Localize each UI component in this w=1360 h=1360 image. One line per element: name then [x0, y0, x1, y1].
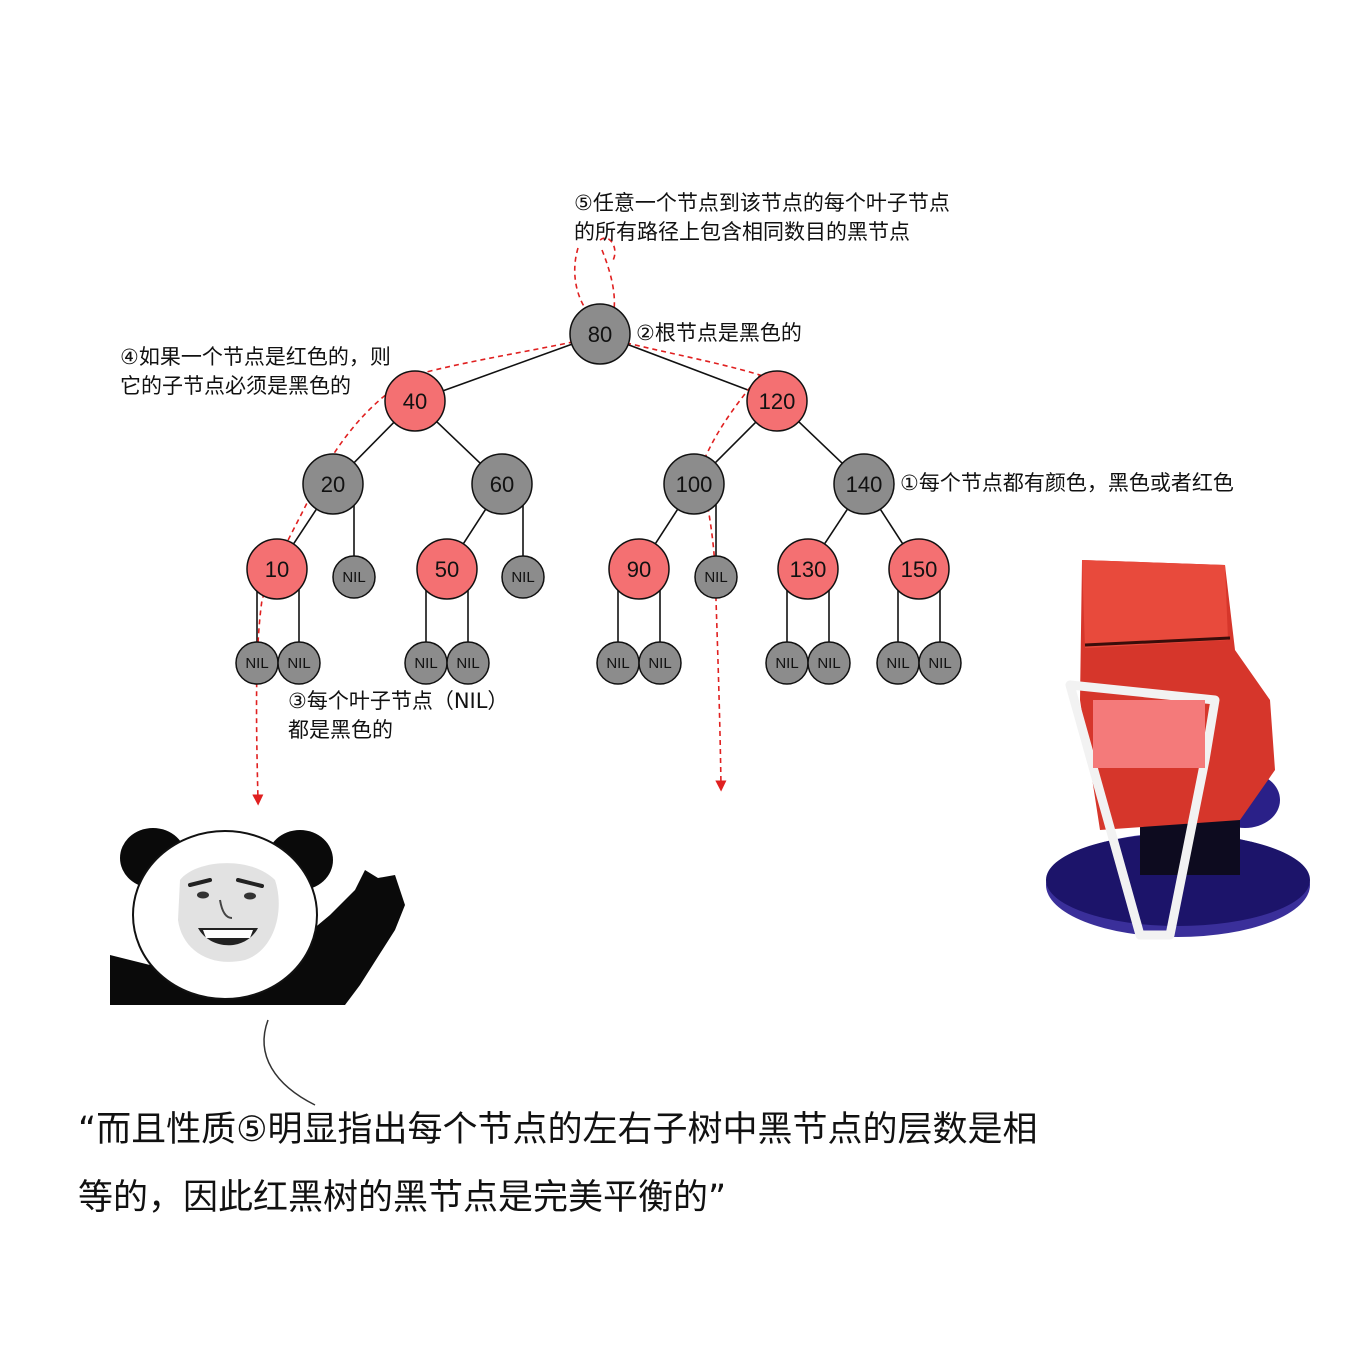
- tree-edge: [627, 343, 750, 392]
- node-label: NIL: [886, 655, 909, 672]
- tree-edge: [442, 343, 573, 392]
- node-label: 100: [676, 472, 713, 497]
- tree-node-100: 100: [663, 453, 725, 515]
- node-label: 90: [627, 557, 651, 582]
- tree-node-120: 120: [746, 370, 808, 432]
- nil-node: NIL: [332, 555, 376, 599]
- nil-node: NIL: [446, 641, 490, 685]
- nil-node: NIL: [404, 641, 448, 685]
- tree-edge: [714, 421, 757, 464]
- node-circle: [501, 555, 545, 599]
- tree-edge: [823, 508, 849, 545]
- annotation-rule4: ④如果一个节点是红色的，则 它的子节点必须是黑色的: [120, 345, 391, 398]
- node-circle: [746, 370, 808, 432]
- node-label: 40: [403, 389, 427, 414]
- node-label: NIL: [287, 655, 310, 672]
- nil-node: NIL: [765, 641, 809, 685]
- node-label: 10: [265, 557, 289, 582]
- tree-node-40: 40: [384, 370, 446, 432]
- node-label: NIL: [245, 655, 268, 672]
- node-circle: [446, 641, 490, 685]
- node-label: 80: [588, 322, 612, 347]
- annotation-rule5: ⑤任意一个节点到该节点的每个叶子节点 的所有路径上包含相同数目的黑节点: [574, 191, 950, 244]
- node-circle: [416, 538, 478, 600]
- nil-node: NIL: [235, 641, 279, 685]
- node-label: 140: [846, 472, 883, 497]
- tree-edge: [436, 421, 481, 464]
- tree-node-50: 50: [416, 538, 478, 600]
- node-label: NIL: [704, 569, 727, 586]
- nil-node: NIL: [596, 641, 640, 685]
- node-label: NIL: [648, 655, 671, 672]
- node-circle: [807, 641, 851, 685]
- nil-node: NIL: [277, 641, 321, 685]
- tree-node-150: 150: [888, 538, 950, 600]
- nil-node: NIL: [807, 641, 851, 685]
- node-label: NIL: [817, 655, 840, 672]
- node-label: NIL: [775, 655, 798, 672]
- node-label: 130: [790, 557, 827, 582]
- annotation-rule1: ①每个节点都有颜色，黑色或者红色: [900, 471, 1234, 495]
- path-to-middle-leaf: [599, 335, 762, 792]
- annotation-rule3: ③每个叶子节点（NIL） 都是黑色的: [288, 689, 509, 742]
- edges-layer: [256, 343, 941, 642]
- tree-node-90: 90: [608, 538, 670, 600]
- node-label: 60: [490, 472, 514, 497]
- speech-tail: [263, 1019, 316, 1106]
- panda-meme-icon: [110, 828, 405, 1005]
- node-circle: [332, 555, 376, 599]
- node-label: NIL: [414, 655, 437, 672]
- node-circle: [918, 641, 962, 685]
- tree-node-60: 60: [471, 453, 533, 515]
- node-label: 20: [321, 472, 345, 497]
- node-circle: [694, 555, 738, 599]
- node-label: NIL: [928, 655, 951, 672]
- nil-node: NIL: [876, 641, 920, 685]
- tree-edge: [292, 508, 318, 545]
- node-circle: [246, 538, 308, 600]
- tree-edge: [462, 508, 487, 545]
- node-circle: [569, 303, 631, 365]
- node-circle: [302, 453, 364, 515]
- nil-node: NIL: [501, 555, 545, 599]
- nil-node: NIL: [694, 555, 738, 599]
- node-circle: [663, 453, 725, 515]
- tree-edge: [353, 421, 395, 464]
- tree-edge: [879, 508, 904, 545]
- node-circle: [471, 453, 533, 515]
- node-circle: [384, 370, 446, 432]
- node-circle: [277, 641, 321, 685]
- tree-node-130: 130: [777, 538, 839, 600]
- tree-edge: [654, 508, 679, 545]
- tree-node-10: 10: [246, 538, 308, 600]
- red-chair-icon: [1046, 560, 1310, 940]
- tree-node-20: 20: [302, 453, 364, 515]
- tree-node-80: 80: [569, 303, 631, 365]
- node-circle: [888, 538, 950, 600]
- node-label: NIL: [456, 655, 479, 672]
- node-label: 50: [435, 557, 459, 582]
- tree-edge: [798, 421, 843, 464]
- annotation-rule2: ②根节点是黑色的: [636, 321, 802, 345]
- tree-node-140: 140: [833, 453, 895, 515]
- nil-node: NIL: [918, 641, 962, 685]
- nil-node: NIL: [638, 641, 682, 685]
- node-label: NIL: [511, 569, 534, 586]
- quote-text: “而且性质⑤明显指出每个节点的左右子树中黑节点的层数是相 等的，因此红黑树的黑节…: [78, 1110, 1038, 1218]
- node-circle: [638, 641, 682, 685]
- node-label: 120: [759, 389, 796, 414]
- node-circle: [833, 453, 895, 515]
- node-label: NIL: [606, 655, 629, 672]
- node-circle: [608, 538, 670, 600]
- node-label: NIL: [342, 569, 365, 586]
- node-circle: [777, 538, 839, 600]
- node-label: 150: [901, 557, 938, 582]
